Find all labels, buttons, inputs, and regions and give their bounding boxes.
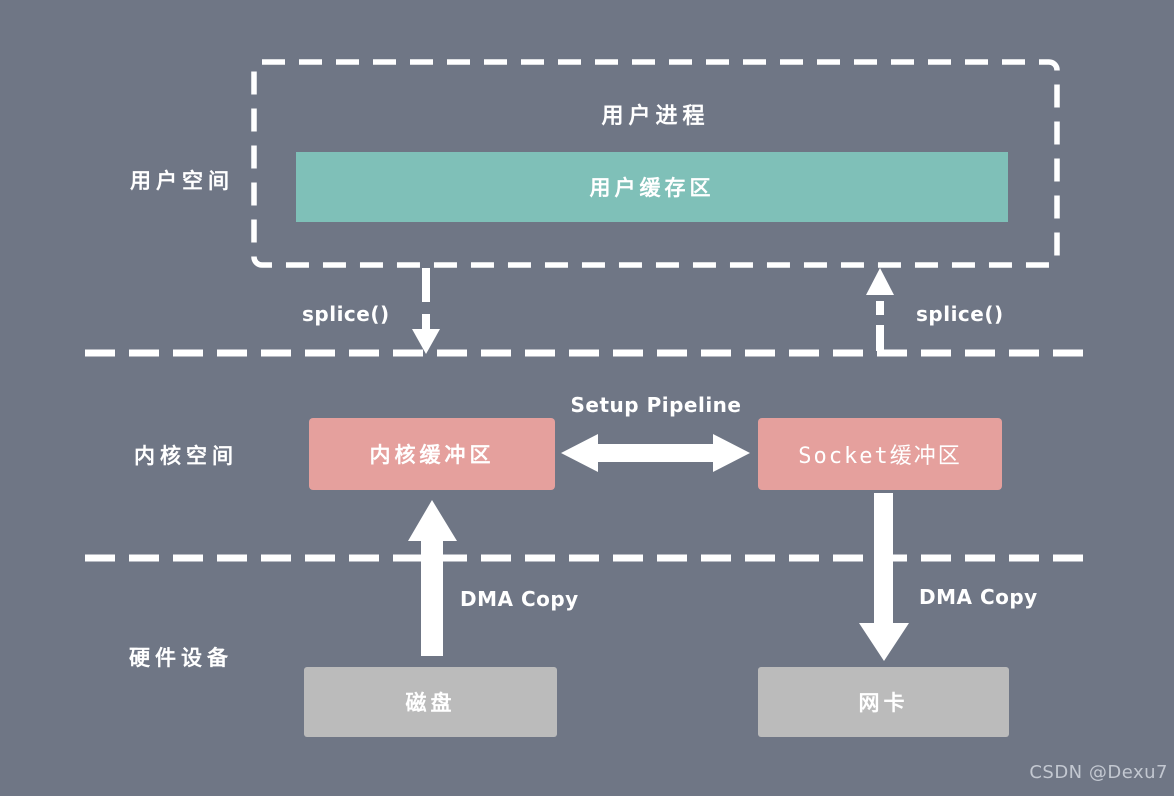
kernel-space-layer-label: 内核空间 xyxy=(134,444,238,468)
socket-buffer-box: Socket缓冲区 xyxy=(758,418,1002,490)
splice-down-arrow xyxy=(412,268,440,354)
setup-pipeline-label: Setup Pipeline xyxy=(570,393,742,417)
user-space-layer-label: 用户空间 xyxy=(130,169,234,193)
user-process-label: 用户进程 xyxy=(601,104,710,129)
splice-right-label: splice() xyxy=(916,302,1004,326)
hardware-layer-label: 硬件设备 xyxy=(129,646,233,670)
nic-box: 网卡 xyxy=(758,667,1009,737)
pipeline-double-arrow xyxy=(561,434,750,472)
user-space-dashed-box xyxy=(251,59,1060,268)
kernel-buffer-box: 内核缓冲区 xyxy=(309,418,555,490)
splice-left-label: splice() xyxy=(302,302,390,326)
splice-up-arrow xyxy=(866,268,894,351)
dma-copy-left-label: DMA Copy xyxy=(460,587,579,611)
dma-copy-right-label: DMA Copy xyxy=(919,585,1038,609)
user-buffer-box: 用户缓存区 xyxy=(296,152,1008,222)
csdn-watermark: CSDN @Dexu7 xyxy=(1029,762,1168,783)
dma-copy-up-arrow xyxy=(408,500,457,656)
disk-box: 磁盘 xyxy=(304,667,557,737)
dma-copy-down-arrow xyxy=(859,493,909,661)
